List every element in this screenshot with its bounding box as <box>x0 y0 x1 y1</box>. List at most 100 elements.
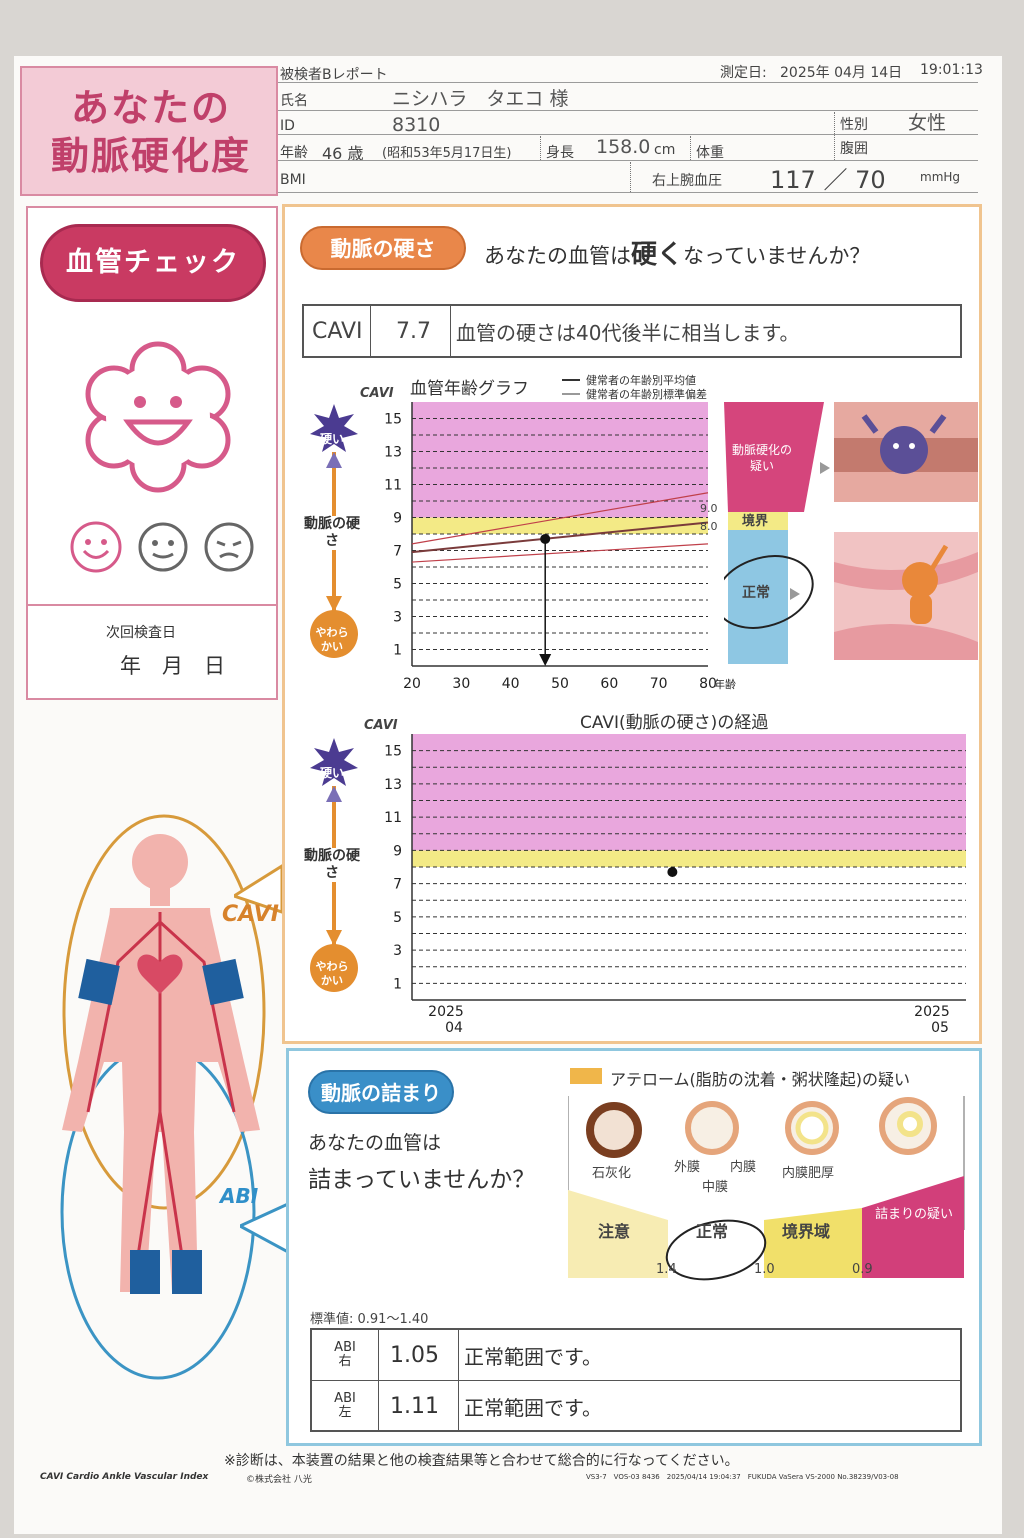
patient-id: 8310 <box>392 114 441 136</box>
sex-value: 女性 <box>908 112 947 134</box>
trend-band-1 <box>412 734 966 851</box>
stiffness-scale-2 <box>310 738 358 992</box>
title-line-2: 動脈硬化度 <box>50 134 251 178</box>
measure-time: 19:01:13 <box>920 62 983 78</box>
stiffness-question: あなたの血管は硬くなっていませんか？ <box>484 234 870 271</box>
abi-tick-14: 1.4 <box>656 1262 677 1277</box>
inner-membrane-label: 内膜 <box>730 1160 757 1175</box>
trend-x-tick-month: 04 <box>445 1020 463 1036</box>
body-figure <box>60 814 266 1380</box>
name-label: 氏名 <box>280 93 308 109</box>
trend-x-tick-month: 05 <box>931 1020 949 1036</box>
bp-label: 右上腕血圧 <box>652 173 722 189</box>
trend-x-tick-year: 2025 <box>914 1004 950 1020</box>
id-label: ID <box>280 118 295 134</box>
zone-block-label: 詰まりの疑い <box>874 1207 953 1222</box>
cavi-ellipse <box>62 814 266 1210</box>
abi-standard: 標準値: 0.91〜1.40 <box>310 1312 429 1327</box>
age-label: 年齢 <box>280 145 308 161</box>
sex-label: 性別 <box>840 117 868 133</box>
waist-label: 腹囲 <box>840 141 868 157</box>
trend-y-tick-label: 3 <box>393 943 402 959</box>
abi-left-value: 1.11 <box>390 1393 439 1419</box>
legend-sd: 健常者の年齢別標準偏差 <box>586 387 707 400</box>
hard-label-1: 硬い <box>320 432 345 446</box>
neutral-face-icon <box>138 522 188 572</box>
trend-y-tick-label: 1 <box>393 976 402 992</box>
body-abi-label: ABI <box>220 1184 259 1208</box>
blockage-question-2: 詰まっていませんか？ <box>308 1167 536 1193</box>
abi-result-table: ABI 右 1.05 正常範囲です。 ABI 左 1.11 正常範囲です。 <box>310 1328 962 1432</box>
y-tick-label: 9 <box>393 511 402 527</box>
y-tick-label: 13 <box>384 445 402 461</box>
x-tick-label: 60 <box>600 676 618 692</box>
question-emph: 硬く <box>631 240 684 270</box>
y-tick-label: 1 <box>393 643 402 659</box>
calcification-ring <box>586 1102 642 1158</box>
question-suffix: なっていませんか？ <box>683 244 871 268</box>
hard-label-2: 硬い <box>320 766 345 780</box>
x-tick-label: 70 <box>650 676 668 692</box>
abi-zone-normal-label: 正常 <box>696 1222 729 1241</box>
stiffness-axis-1: 動脈の硬さ <box>304 516 360 550</box>
zone-column <box>724 402 830 664</box>
abi-left-label: ABI 左 <box>334 1391 356 1420</box>
stiffness-badge: 動脈の硬さ <box>300 226 466 270</box>
stiffness-axis-2: 動脈の硬さ <box>304 848 360 882</box>
vessel-age-chart-title: 血管年齢グラフ <box>410 379 529 399</box>
cavi-table-label: CAVI <box>312 318 363 344</box>
report-type: 被検者Bレポート <box>280 67 388 83</box>
trend-y-tick-label: 15 <box>384 744 402 760</box>
zone-caution-label: 注意 <box>598 1222 631 1241</box>
next-exam-label: 次回検査日 <box>106 625 176 641</box>
inner-thick-label: 内膜肥厚 <box>782 1166 835 1181</box>
band-0 <box>412 517 708 534</box>
calcification-label: 石灰化 <box>592 1166 632 1181</box>
zone-suspect-label: 動脈硬化の疑い <box>732 443 793 473</box>
report-page: あなたの 動脈硬化度 被検者Bレポート 測定日: 2025年 04月 14日 1… <box>14 56 1002 1534</box>
trend-y-tick-label: 11 <box>384 810 402 826</box>
footer-note: ※診断は、本装置の結果と他の検査結果等と合わせて総合的に行なってください。 <box>224 1453 739 1469</box>
trend-point <box>667 866 678 877</box>
series-line-0 <box>411 521 709 554</box>
footer-brand: CAVI Cardio Ankle Vascular Index <box>40 1472 209 1482</box>
abi-right-comment: 正常範囲です。 <box>464 1344 602 1369</box>
line-90-label: 9.0 <box>700 502 718 515</box>
height-label: 身長 <box>546 145 574 161</box>
patient-point <box>540 533 551 544</box>
middle-membrane-label: 中膜 <box>702 1180 729 1195</box>
height-unit: cm <box>654 142 676 158</box>
age-value: 46 歳 <box>322 144 364 163</box>
blockage-question-1: あなたの血管は <box>308 1132 442 1154</box>
cavi-result-table: CAVI 7.7 血管の硬さは40代後半に相当します。 <box>302 304 962 358</box>
cavi-table-comment: 血管の硬さは40代後半に相当します。 <box>456 320 800 345</box>
abi-right-value: 1.05 <box>390 1342 439 1368</box>
y-tick-label: 11 <box>384 478 402 494</box>
abi-left-comment: 正常範囲です。 <box>464 1395 602 1420</box>
body-cavi-label: CAVI <box>222 902 279 927</box>
y-tick-label: 7 <box>393 544 402 560</box>
soft-label-1: やわらかい <box>315 626 349 653</box>
normal-vessel-ring <box>685 1101 739 1155</box>
abi-scale-diagram <box>568 1096 965 1281</box>
trend-x-tick-year: 2025 <box>428 1004 464 1020</box>
trend-y-tick-label: 13 <box>384 777 402 793</box>
abi-tick-09: 0.9 <box>852 1262 873 1277</box>
normal-artery-illustration <box>834 532 978 660</box>
trend-chart-title: CAVI(動脈の硬さ)の経過 <box>580 713 769 733</box>
page-title: あなたの 動脈硬化度 <box>22 84 280 180</box>
x-tick-label: 50 <box>551 676 569 692</box>
measure-date: 2025年 04月 14日 <box>780 65 903 81</box>
stiff-artery-illustration <box>834 402 978 502</box>
athero-marker <box>570 1068 602 1084</box>
zone-border-label: 境界 <box>742 514 769 529</box>
blockage-badge: 動脈の詰まり <box>308 1070 454 1114</box>
happy-face-icon <box>70 521 122 573</box>
vessel-check-badge: 血管チェック <box>40 224 266 302</box>
y-tick-label: 15 <box>384 412 402 428</box>
footer-maker: ©株式会社 八光 <box>246 1475 312 1485</box>
age-arrow-head <box>539 654 552 666</box>
zone-normal-label: 正常 <box>742 585 770 601</box>
zone-border-area-label: 境界域 <box>782 1222 831 1241</box>
